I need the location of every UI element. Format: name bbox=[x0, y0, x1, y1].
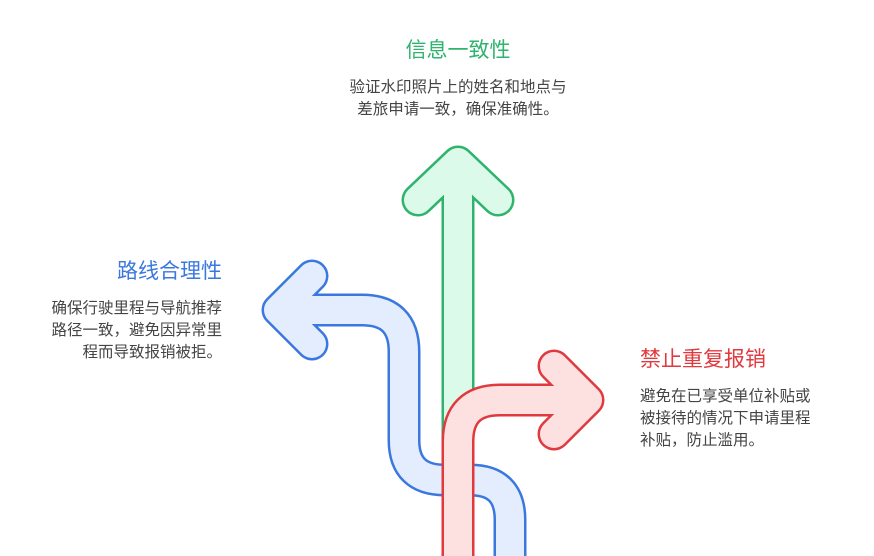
desc-line: 避免在已享受单位补贴或 bbox=[640, 387, 811, 405]
desc-line: 差旅申请一致，确保准确性。 bbox=[357, 100, 559, 118]
route-reasonableness-desc: 确保行驶里程与导航推荐 路径一致，避免因异常里 程而导致报销被拒。 bbox=[10, 297, 222, 363]
route-reasonableness-title: 路线合理性 bbox=[117, 259, 222, 283]
desc-line: 补贴，防止滥用。 bbox=[640, 431, 765, 449]
info-consistency-block: 信息一致性 验证水印照片上的姓名和地点与 差旅申请一致，确保准确性。 bbox=[300, 34, 616, 120]
no-duplicate-claim-desc: 避免在已享受单位补贴或 被接待的情况下申请里程 补贴，防止滥用。 bbox=[640, 385, 860, 451]
info-consistency-desc: 验证水印照片上的姓名和地点与 差旅申请一致，确保准确性。 bbox=[300, 76, 616, 120]
red-right-arrow bbox=[441, 349, 605, 556]
info-consistency-title: 信息一致性 bbox=[405, 38, 511, 62]
desc-line: 验证水印照片上的姓名和地点与 bbox=[349, 78, 567, 96]
desc-line: 路径一致，避免因异常里 bbox=[51, 321, 222, 339]
desc-line: 程而导致报销被拒。 bbox=[82, 343, 222, 361]
desc-line: 被接待的情况下申请里程 bbox=[640, 409, 811, 427]
no-duplicate-claim-block: 禁止重复报销 避免在已享受单位补贴或 被接待的情况下申请里程 补贴，防止滥用。 bbox=[640, 343, 860, 451]
desc-line: 确保行驶里程与导航推荐 bbox=[51, 299, 222, 317]
no-duplicate-claim-title: 禁止重复报销 bbox=[640, 347, 766, 371]
route-reasonableness-block: 路线合理性 确保行驶里程与导航推荐 路径一致，避免因异常里 程而导致报销被拒。 bbox=[10, 255, 222, 363]
blue-left-arrow bbox=[261, 259, 527, 556]
